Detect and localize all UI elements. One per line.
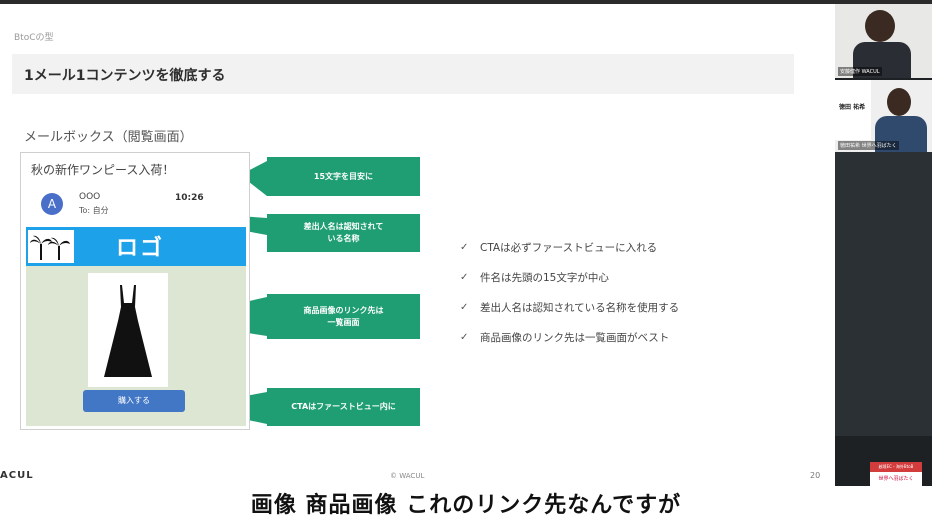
connector-subject <box>240 161 267 196</box>
slide-title: 1メール1コンテンツを徹底する <box>24 68 226 84</box>
participant-label: 安藤健作 WACUL <box>838 67 882 76</box>
callout-cta: CTAはファーストビュー内に <box>267 388 420 426</box>
participant-video-1[interactable]: 安藤健作 WACUL <box>835 4 932 78</box>
logo-bar: ロゴ <box>26 227 246 266</box>
email-time: 10:26 <box>175 193 204 203</box>
email-body: ロゴ 購入する <box>26 227 246 426</box>
list-item: ✓CTAは必ずファーストビューに入れる <box>460 241 658 254</box>
badge-middle: 世界へ羽ばたく <box>878 476 914 482</box>
caption-subtitle: 画像 商品画像 これのリンク先なんですが <box>0 486 932 525</box>
list-item: ✓件名は先頭の15文字が中心 <box>460 271 609 284</box>
list-item: ✓差出人名は認知されている名称を使用する <box>460 301 680 314</box>
participant-video-2[interactable]: 徳田 祐希 徳田祐希 世界へ羽ばたく <box>835 80 932 152</box>
mailbox-label: メールボックス（閲覧画面） <box>24 130 193 145</box>
email-subject: 秋の新作ワンピース入荷！ <box>31 163 175 177</box>
dress-icon <box>88 273 168 387</box>
video-sidebar: 安藤健作 WACUL 徳田 祐希 徳田祐希 世界へ羽ばたく <box>835 4 932 486</box>
participant-head <box>887 88 911 116</box>
list-item: ✓商品画像のリンク先は一覧画面がベスト <box>460 331 670 344</box>
background-panel <box>835 152 932 436</box>
check-icon: ✓ <box>460 301 469 313</box>
section-tag: BtoCの型 <box>14 33 54 43</box>
palm-tree-icon <box>28 230 74 263</box>
participant-body <box>875 116 927 152</box>
check-icon: ✓ <box>460 271 469 283</box>
callout-sender: 差出人名は認知されて いる名称 <box>267 214 420 252</box>
check-icon: ✓ <box>460 331 469 343</box>
presentation-slide: BtoCの型 1メール1コンテンツを徹底する メールボックス（閲覧画面） 秋の新… <box>0 4 835 486</box>
title-bar: 1メール1コンテンツを徹底する <box>12 54 794 94</box>
name-card: 徳田 祐希 <box>835 80 871 140</box>
callout-subject: 15文字を目安に <box>267 157 420 196</box>
participant-label: 徳田祐希 世界へ羽ばたく <box>838 141 899 150</box>
page-number: 20 <box>810 471 821 480</box>
footer-copyright: © WACUL <box>390 472 425 480</box>
window-top-bar <box>0 0 932 4</box>
avatar-icon: A <box>41 193 63 215</box>
badge-top: 越境EC・海外BtoB <box>870 462 922 472</box>
footer-logo: ACUL <box>0 470 34 481</box>
callout-image-link: 商品画像のリンク先は 一覧画面 <box>267 294 420 339</box>
key-points-list: ✓CTAは必ずファーストビューに入れる ✓件名は先頭の15文字が中心 ✓差出人名… <box>460 232 679 352</box>
email-recipient: To: 自分 <box>79 206 109 215</box>
check-icon: ✓ <box>460 241 469 253</box>
participant-name: 徳田 祐希 <box>839 104 866 111</box>
buy-button[interactable]: 購入する <box>83 390 185 412</box>
logo-text: ロゴ <box>116 236 165 261</box>
participant-head <box>865 10 895 42</box>
email-sender: OOO <box>79 192 101 202</box>
email-mockup: 秋の新作ワンピース入荷！ A OOO To: 自分 10:26 <box>20 152 250 430</box>
participant-body <box>853 42 911 78</box>
